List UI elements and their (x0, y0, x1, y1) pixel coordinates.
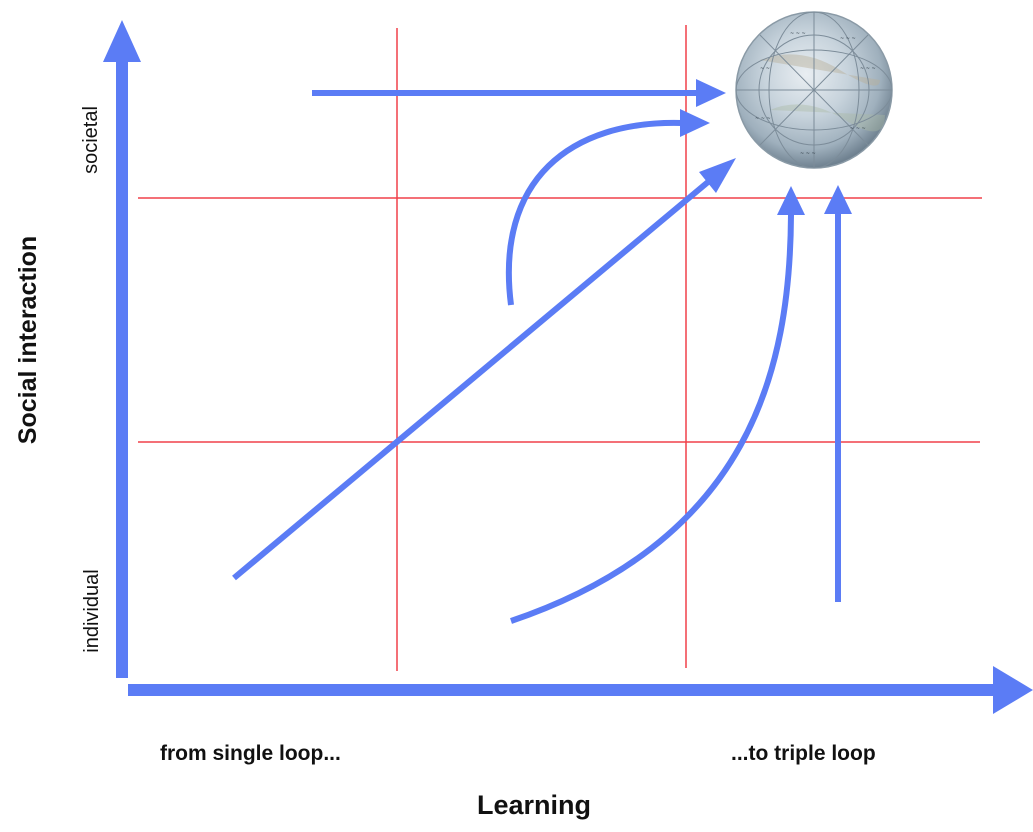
flow-arrows (232, 79, 852, 624)
svg-text:~ ~ ~: ~ ~ ~ (755, 116, 771, 122)
svg-text:~ ~ ~: ~ ~ ~ (860, 66, 876, 72)
x-axis-title: Learning (477, 790, 592, 820)
svg-text:~ ~ ~: ~ ~ ~ (840, 36, 856, 42)
svg-text:~ ~ ~: ~ ~ ~ (850, 126, 866, 132)
arrow-horizontal-to-globe (312, 79, 726, 107)
x-axis-low-label: from single loop... (160, 742, 341, 765)
arrow-vertical (824, 185, 852, 602)
svg-text:~ ~ ~: ~ ~ ~ (790, 31, 806, 37)
x-axis-high-label: ...to triple loop (731, 742, 876, 765)
svg-text:~ ~ ~: ~ ~ ~ (800, 151, 816, 157)
y-axis-low-label: individual (81, 569, 103, 653)
arrow-curved-small (505, 109, 710, 306)
arrow-diagonal (232, 158, 736, 581)
y-axis-title: Social interaction (14, 235, 42, 445)
y-axis-arrow (103, 20, 141, 678)
globe-icon: ~ ~ ~ ~ ~ ~ ~ ~ ~ ~ ~ ~ ~ ~ ~ ~ ~ ~ ~ ~ (735, 11, 893, 169)
y-axis-high-label: societal (80, 106, 102, 174)
arrow-curved-large (510, 186, 805, 624)
x-axis-arrow (128, 666, 1033, 714)
svg-text:~ ~: ~ ~ (760, 66, 770, 72)
